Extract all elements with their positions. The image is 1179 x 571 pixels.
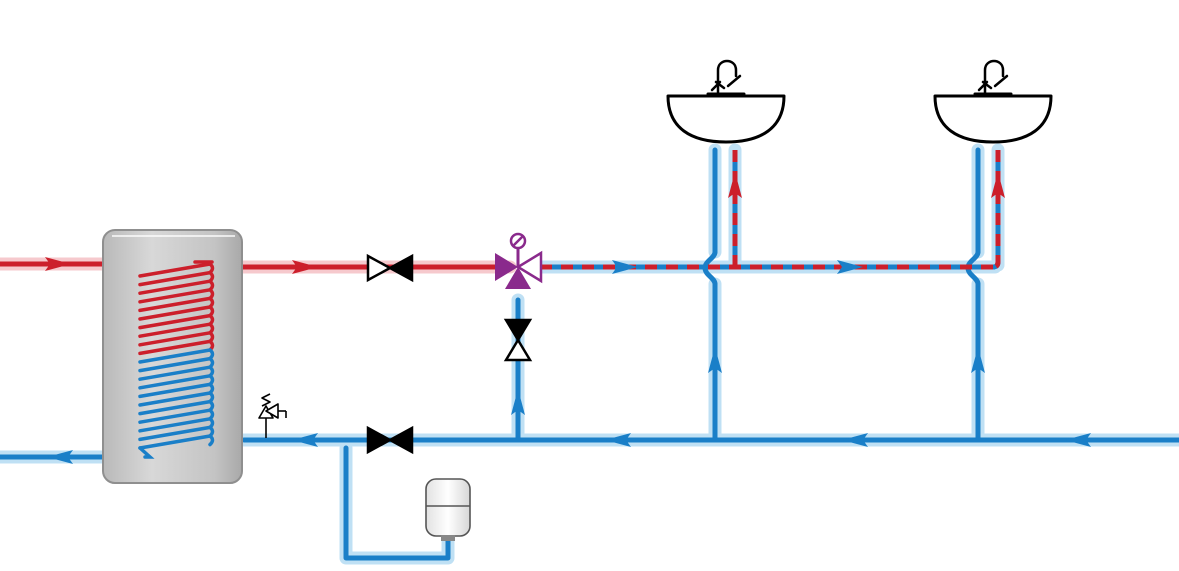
coil-turn (138, 348, 212, 364)
coil-outlet (138, 446, 155, 459)
flow-arrow-icon (991, 172, 1005, 198)
safety-relief-valve (258, 393, 287, 438)
coil-turn (138, 270, 212, 287)
expansion-branch-pipe (343, 445, 451, 561)
flow-arrow-icon (47, 450, 73, 464)
coil-turn (138, 356, 212, 373)
flow-arrow-icon (708, 347, 722, 373)
flow-arrow-icon (728, 172, 742, 198)
flow-arrow-icon (971, 347, 985, 373)
shutoff-valve-hot (366, 253, 414, 283)
coil-turn (138, 408, 212, 424)
coil-turn (138, 288, 212, 304)
coil-turn (138, 374, 212, 390)
coil-turn (138, 434, 212, 450)
coil-turn (138, 331, 212, 347)
washbasin-2 (933, 59, 1053, 144)
coil-turn (138, 322, 212, 338)
check-valve-bypass (503, 318, 533, 362)
flow-arrows (45, 172, 1091, 464)
coil-turn (138, 391, 212, 407)
coil-turn (138, 425, 212, 442)
flow-arrow-icon (605, 433, 631, 447)
coil-turn (138, 313, 212, 330)
flow-arrow-icon (842, 433, 868, 447)
mixed-pipes (540, 150, 1001, 270)
coil-turn (138, 296, 212, 313)
coil-turn (138, 417, 212, 433)
coil-turn (138, 399, 212, 416)
flow-arrow-icon (511, 389, 525, 415)
faucet-icon (706, 59, 746, 96)
flow-arrow-icon (612, 260, 638, 274)
heating-coil (138, 262, 215, 459)
flow-arrow-icon (837, 260, 863, 274)
expansion-vessel (425, 478, 471, 541)
thermostatic-mixing-valve (495, 232, 543, 289)
storage-tank (102, 229, 243, 484)
sink-icon (933, 94, 1053, 144)
flow-arrow-icon (1065, 433, 1091, 447)
coil-turn (138, 382, 212, 399)
coil-turn (138, 339, 212, 356)
flow-arrow-icon (292, 260, 318, 274)
washbasin-1 (666, 59, 786, 144)
flow-arrow-icon (292, 433, 318, 447)
coil-turn (138, 279, 212, 295)
coil-turn (138, 262, 212, 278)
washbasins (666, 59, 1053, 144)
coil-turn (138, 365, 212, 381)
sink-icon (666, 94, 786, 144)
coil-turn (138, 305, 212, 321)
coil-bend (208, 434, 215, 447)
shutoff-valve-cold (366, 425, 414, 455)
faucet-icon (973, 59, 1013, 96)
flow-arrow-icon (45, 257, 71, 271)
